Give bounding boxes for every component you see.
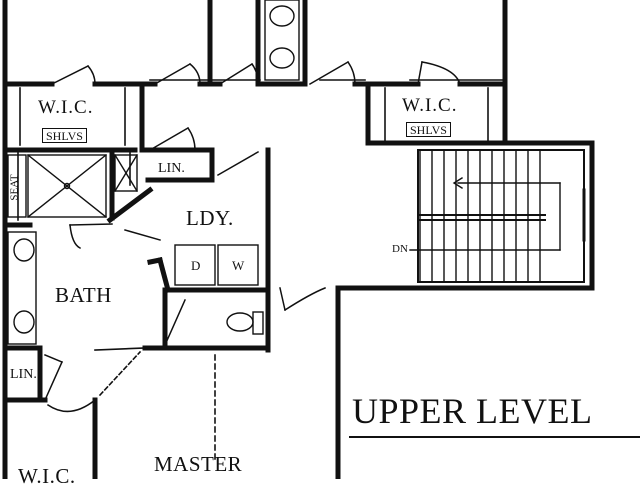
shelves-label-left: SHLVS — [42, 128, 87, 143]
dryer-label: D — [191, 258, 201, 273]
linen-label-lower: LIN. — [10, 367, 37, 382]
fixtures — [7, 0, 300, 345]
washer-label: W — [232, 258, 245, 273]
walls — [2, 0, 595, 479]
door-swings — [44, 60, 461, 413]
linen-label-upper: LIN. — [158, 161, 185, 176]
shelves-label-right: SHLVS — [406, 122, 451, 137]
shower — [7, 154, 107, 218]
wic-label-bottom: W.I.C. — [18, 464, 76, 488]
linen-closet — [114, 154, 138, 192]
laundry-label: LDY. — [186, 206, 234, 230]
stair — [409, 149, 586, 283]
master-label: MASTER — [154, 452, 243, 476]
stair-down-label: DN — [392, 243, 408, 255]
bath-label: BATH — [55, 283, 112, 307]
wic-label-left: W.I.C. — [38, 97, 94, 118]
wic-label-right: W.I.C. — [402, 95, 458, 116]
shower-seat-label: SEAT — [8, 174, 21, 201]
plan-title: UPPER LEVEL — [352, 391, 593, 431]
